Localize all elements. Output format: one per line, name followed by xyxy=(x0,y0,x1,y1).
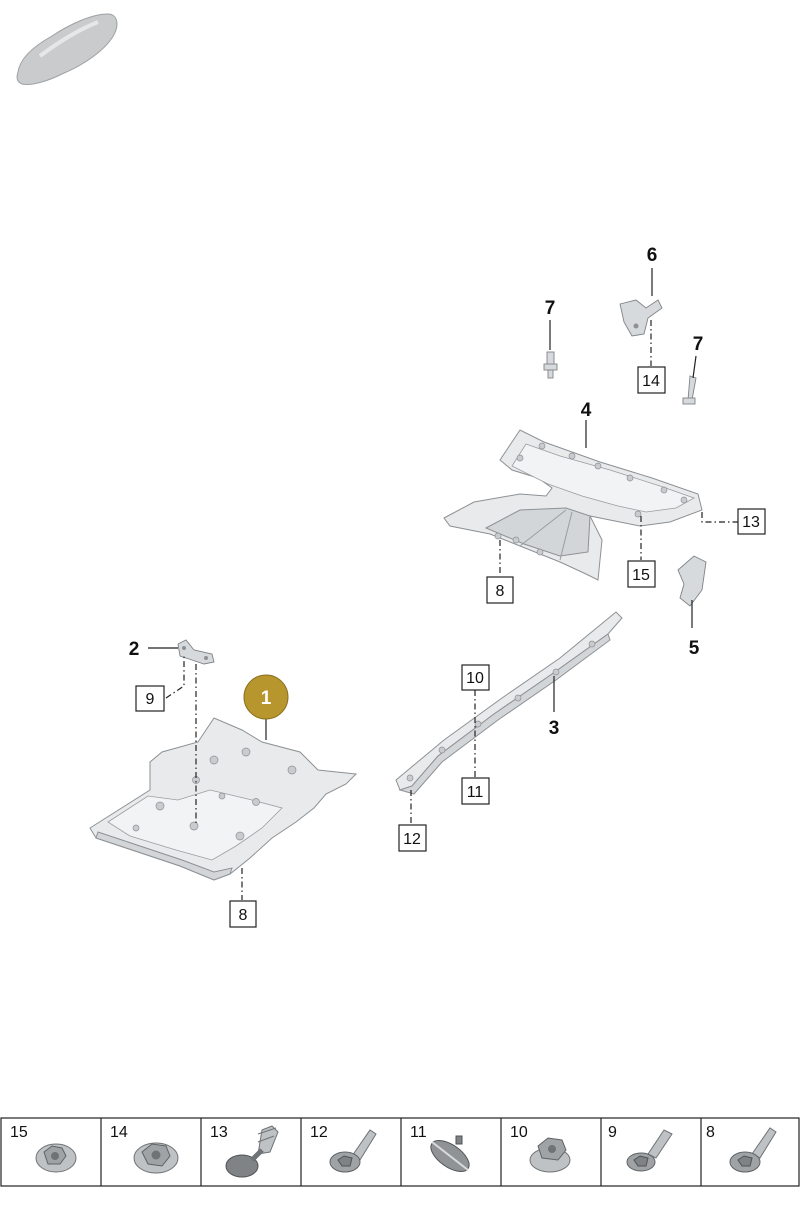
callout-box-12-label: 12 xyxy=(403,831,421,848)
flange-nut-icon xyxy=(35,1143,77,1173)
fastener-9-number: 9 xyxy=(608,1124,617,1141)
fastener-cell-12[interactable]: 12 xyxy=(310,1124,377,1173)
callout-box-8a-label: 8 xyxy=(239,907,248,924)
fastener-cell-10[interactable]: 10 xyxy=(510,1124,571,1173)
callout-box-10-label: 10 xyxy=(466,670,484,687)
callout-7b[interactable]: 7 xyxy=(693,334,704,355)
callout-box-13[interactable]: 13 xyxy=(737,508,766,535)
push-rivet-icon xyxy=(225,1125,279,1178)
leader-lines xyxy=(148,268,738,900)
callout-box-14-label: 14 xyxy=(642,373,660,390)
callout-box-12[interactable]: 12 xyxy=(398,824,427,852)
shoulder-bolt-icon xyxy=(626,1129,673,1172)
callout-box-11-label: 11 xyxy=(467,784,484,801)
callout-box-9-label: 9 xyxy=(146,691,155,708)
flange-screw-icon xyxy=(329,1129,377,1173)
callout-4[interactable]: 4 xyxy=(581,400,592,421)
fastener-cell-11[interactable]: 11 xyxy=(410,1124,474,1178)
callout-box-13-label: 13 xyxy=(742,514,760,531)
fastener-8-number: 8 xyxy=(706,1124,715,1141)
callout-box-8a[interactable]: 8 xyxy=(229,900,257,928)
fastener-12-number: 12 xyxy=(310,1124,328,1141)
fastener-13-number: 13 xyxy=(210,1124,228,1141)
fastener-strip xyxy=(0,1117,800,1187)
stud-7b[interactable] xyxy=(682,375,697,405)
fastener-cell-8[interactable]: 8 xyxy=(706,1124,777,1173)
callout-7a[interactable]: 7 xyxy=(545,298,556,319)
long-screw-icon xyxy=(729,1127,777,1173)
callout-box-11[interactable]: 11 xyxy=(461,777,490,805)
fastener-cell-13[interactable]: 13 xyxy=(210,1124,279,1178)
callout-box-8b[interactable]: 8 xyxy=(486,576,514,604)
rear-panel-4[interactable] xyxy=(443,429,703,581)
fastener-15-number: 15 xyxy=(10,1124,28,1141)
car-silhouette-icon xyxy=(16,13,118,85)
callout-1[interactable]: 1 xyxy=(243,674,289,720)
fastener-cell-15[interactable]: 15 xyxy=(10,1124,77,1173)
callout-1-label: 1 xyxy=(261,688,272,709)
fastener-14-number: 14 xyxy=(110,1124,128,1141)
bracket-2[interactable] xyxy=(177,639,215,665)
callout-box-10[interactable]: 10 xyxy=(461,664,490,691)
callout-box-8b-label: 8 xyxy=(496,583,505,600)
fastener-cell-9[interactable]: 9 xyxy=(608,1124,673,1172)
callout-box-9[interactable]: 9 xyxy=(135,685,165,712)
nut-washer-icon xyxy=(529,1137,571,1173)
stud-7a[interactable] xyxy=(543,351,558,379)
fastener-10-number: 10 xyxy=(510,1124,528,1141)
bracket-6[interactable] xyxy=(619,299,663,337)
hex-nut-icon xyxy=(133,1142,179,1174)
callout-5[interactable]: 5 xyxy=(689,638,700,659)
callout-box-15[interactable]: 15 xyxy=(627,560,656,588)
callout-box-14[interactable]: 14 xyxy=(637,366,666,394)
fastener-11-number: 11 xyxy=(410,1124,427,1141)
bracket-5[interactable] xyxy=(677,555,707,607)
callout-2[interactable]: 2 xyxy=(129,639,140,660)
callout-6[interactable]: 6 xyxy=(647,245,658,266)
side-rail-3[interactable] xyxy=(395,611,623,795)
callout-3[interactable]: 3 xyxy=(549,718,560,739)
underbody-panel-1[interactable] xyxy=(89,717,358,881)
fastener-cell-14[interactable]: 14 xyxy=(110,1124,179,1174)
oval-clip-icon xyxy=(430,1135,470,1173)
callout-box-15-label: 15 xyxy=(632,567,650,584)
